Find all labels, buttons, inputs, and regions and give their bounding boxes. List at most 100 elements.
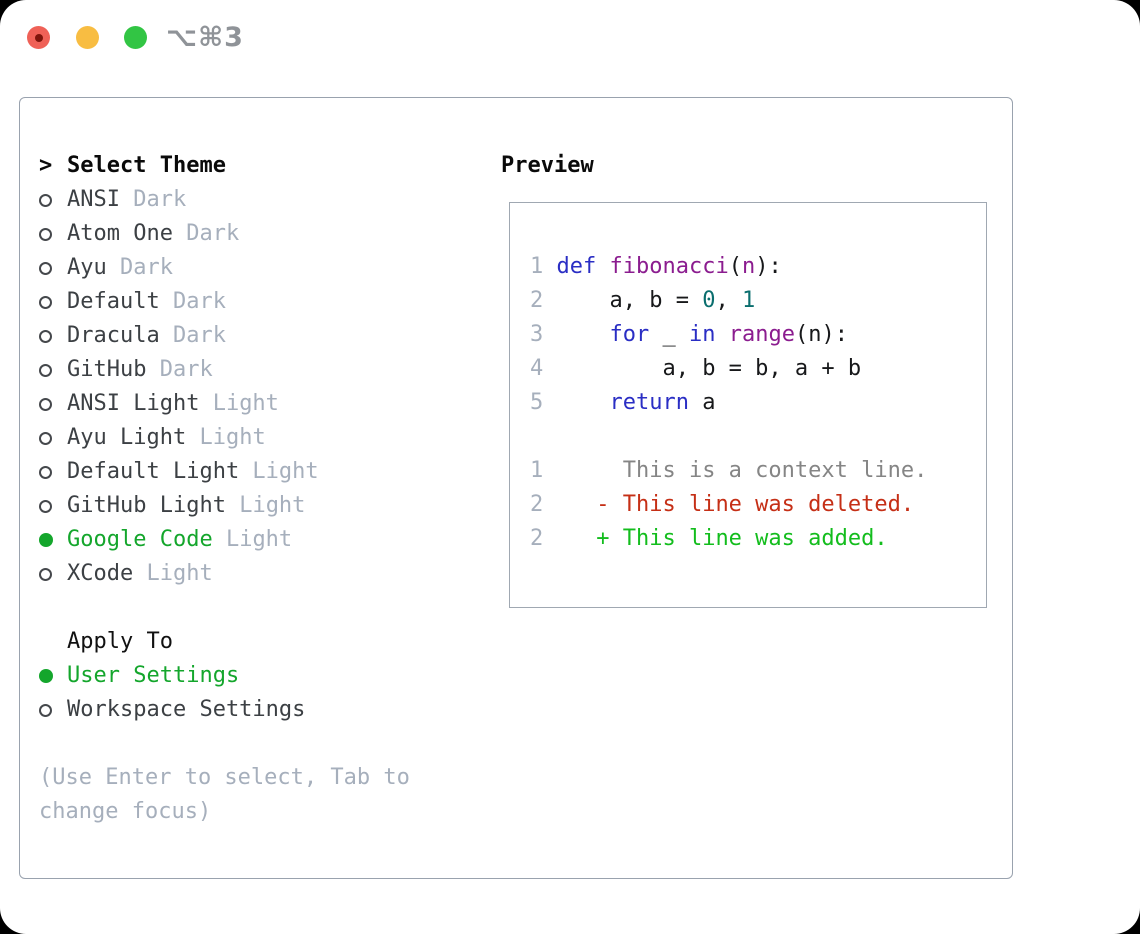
theme-option-atom-one[interactable]: Atom One Dark [39,217,319,251]
code-token: 1 [530,458,557,483]
theme-name: ANSI [67,187,120,212]
caret-icon: > [39,153,53,178]
code-line: 1 def fibonacci(n): [530,250,927,284]
radio-marker [39,261,67,275]
window-controls [27,26,163,50]
theme-variant: Light [133,561,213,586]
theme-option-github[interactable]: GitHub Dark [39,353,319,387]
theme-variant: Dark [146,357,213,382]
code-line: 2 - This line was deleted. [530,488,927,522]
code-token: return [609,390,689,415]
code-line [530,420,927,454]
code-token: 1 [530,254,557,279]
radio-icon [39,567,52,581]
radio-marker [39,669,67,683]
radio-icon [39,431,52,445]
theme-option-dracula[interactable]: Dracula Dark [39,319,319,353]
theme-name: XCode [67,561,134,586]
radio-marker [39,431,67,445]
theme-variant: Light [199,391,279,416]
apply-option-label: User Settings [67,663,240,688]
code-token: 5 [530,390,557,415]
code-token: + This line was added. [556,526,888,551]
code-token: ( [728,254,742,279]
radio-marker [39,567,67,581]
theme-name: ANSI Light [67,391,200,416]
theme-variant: Light [212,527,293,552]
close-button-icon[interactable] [27,26,50,49]
radio-marker [39,193,67,207]
theme-option-xcode[interactable]: XCode Light [39,557,319,591]
radio-icon [39,261,52,275]
theme-variant: Dark [172,221,240,246]
theme-option-ansi[interactable]: ANSI Dark [39,183,319,217]
apply-option-workspace-settings[interactable]: Workspace Settings [39,693,305,727]
apply-to-title: Apply To [67,629,173,654]
preview-title: Preview [501,153,594,178]
radio-icon [39,193,52,207]
code-token: , [715,288,742,313]
code-token: fibonacci [609,254,729,279]
radio-marker [39,397,67,411]
theme-name: Dracula [67,323,160,348]
theme-list-header: >Select Theme [39,149,319,183]
code-token [596,250,609,284]
theme-name: Ayu [67,255,107,280]
theme-option-default[interactable]: Default Dark [39,285,319,319]
theme-option-github-light[interactable]: GitHub Light Light [39,489,319,523]
theme-name: GitHub Light [67,493,226,518]
code-line: 4 a, b = b, a + b [530,352,927,386]
theme-name: Google Code [67,527,213,552]
code-token: for [609,322,650,347]
theme-variant: Dark [159,323,226,348]
code-token [557,318,610,352]
code-token: range [728,322,795,347]
code-token: 2 [530,288,557,313]
radio-marker [39,295,67,309]
theme-variant: Dark [159,289,226,314]
radio-icon [39,499,52,513]
theme-variant: Dark [106,255,173,280]
code-token: 2 [530,526,557,551]
code-token: - This line was deleted. [556,492,915,517]
zoom-button-icon[interactable] [124,26,148,49]
radio-selected-icon [39,669,53,683]
code-token: ): [755,254,782,279]
radio-icon [39,295,52,309]
code-token: _ [649,322,689,347]
radio-marker [39,533,67,547]
code-token: This is a context line. [556,458,928,483]
radio-marker [39,363,67,377]
theme-name: Ayu Light [67,425,187,450]
theme-option-ansi-light[interactable]: ANSI Light Light [39,387,319,421]
theme-variant: Dark [119,187,187,212]
radio-icon [39,465,52,479]
theme-option-ayu-light[interactable]: Ayu Light Light [39,421,319,455]
code-token: a, b = [556,288,703,313]
radio-marker [39,227,67,241]
code-token: n [741,254,756,279]
code-token: 0 [702,288,716,313]
radio-marker [39,703,67,717]
minimize-button-icon[interactable] [75,26,99,49]
theme-option-ayu[interactable]: Ayu Dark [39,251,319,285]
code-line: 5 return a [530,386,927,420]
apply-option-label: Workspace Settings [67,697,306,722]
theme-option-default-light[interactable]: Default Light Light [39,455,319,489]
theme-name: GitHub [67,357,147,382]
code-token [715,318,728,352]
theme-variant: Light [186,425,266,450]
code-line: 1 This is a context line. [530,454,927,488]
theme-option-google-code[interactable]: Google Code Light [39,523,319,557]
theme-name: Default Light [67,459,240,484]
radio-icon [39,227,52,241]
code-token: a, b = b, a + b [556,356,862,381]
code-token: (n): [794,322,848,347]
radio-icon [39,363,52,377]
theme-name: Atom One [67,221,173,246]
apply-option-user-settings[interactable]: User Settings [39,659,305,693]
code-token: 2 [530,492,557,517]
